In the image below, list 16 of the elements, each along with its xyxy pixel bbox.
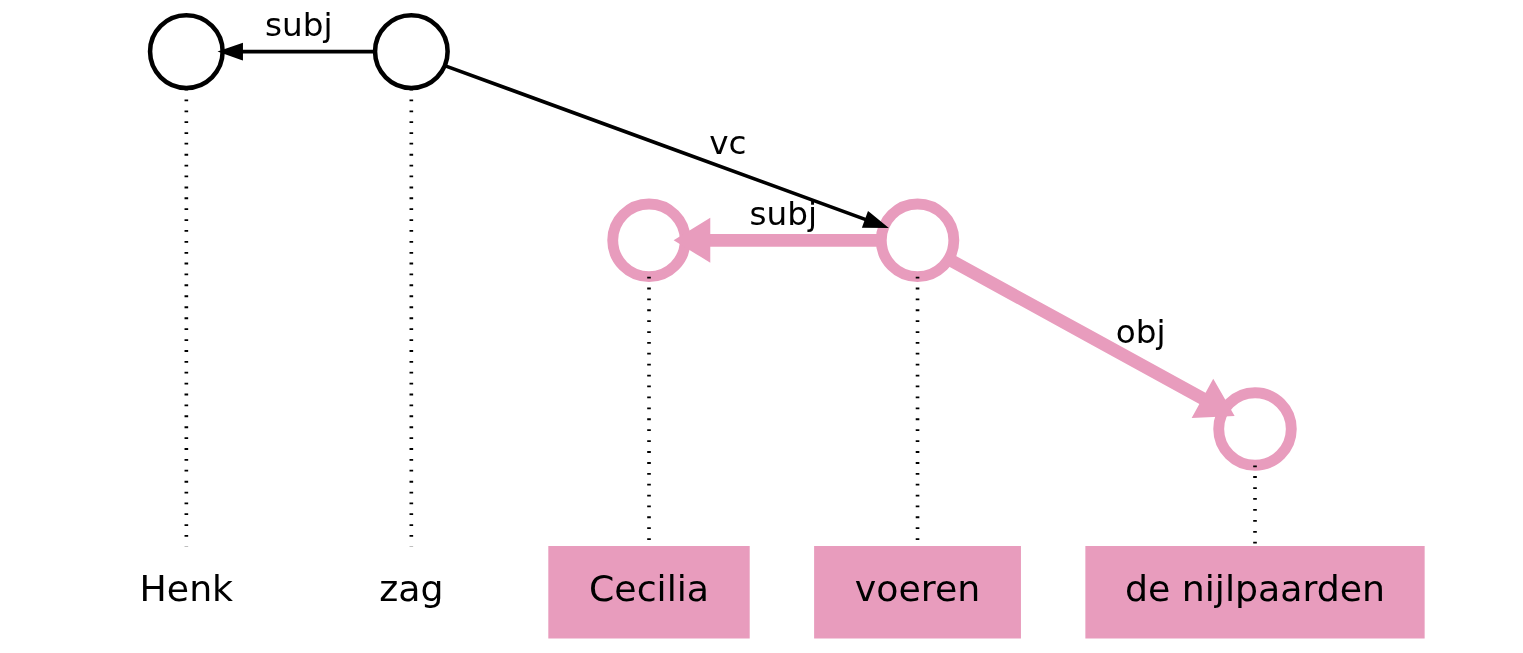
node-circle xyxy=(372,13,450,91)
node-box: de nijlpaarden xyxy=(1085,546,1425,639)
edge-label: vc xyxy=(709,123,747,162)
edge-label: subj xyxy=(265,6,333,45)
node-box: voeren xyxy=(814,546,1021,639)
node-circle xyxy=(1213,387,1297,471)
edge-label: subj xyxy=(749,194,818,233)
node-circle xyxy=(147,13,225,91)
edge-label: obj xyxy=(1115,312,1166,351)
node-box: Cecilia xyxy=(548,546,750,639)
node-circle xyxy=(875,198,960,283)
node-text: Henk xyxy=(139,567,234,611)
node-text: zag xyxy=(379,567,444,611)
arrow xyxy=(444,64,889,228)
node-circle xyxy=(607,198,691,283)
arrow xyxy=(217,42,375,61)
